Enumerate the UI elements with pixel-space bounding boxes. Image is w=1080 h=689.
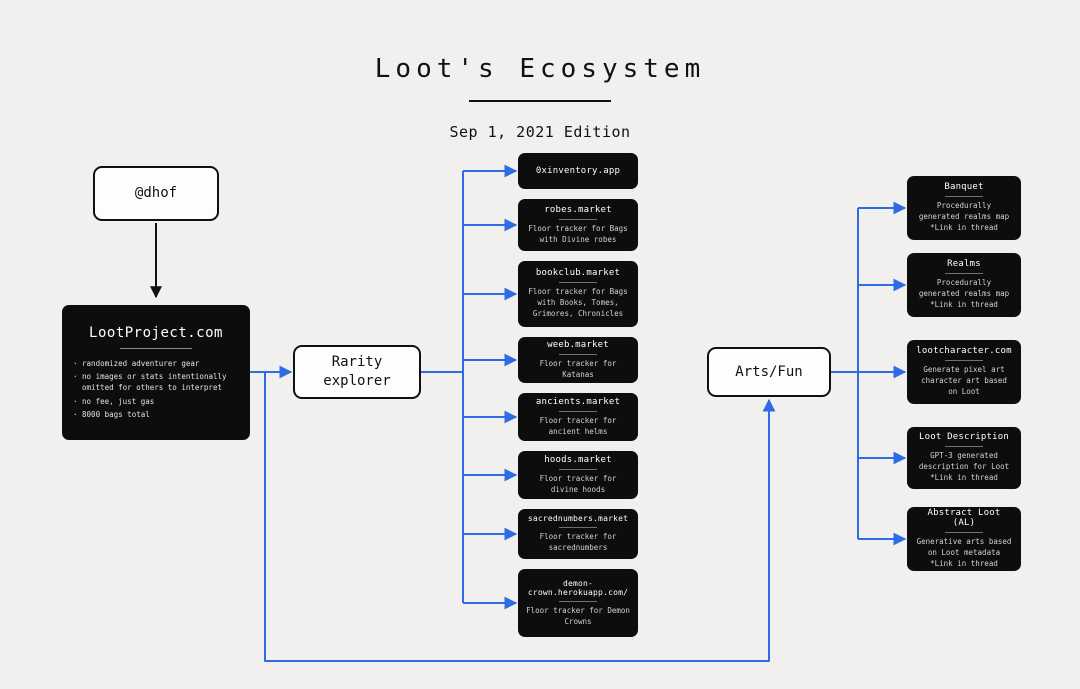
node-title: Realms (947, 259, 981, 270)
node-description: Floor tracker for Katanas (539, 358, 617, 379)
node-title: Banquet (944, 182, 984, 193)
node-description: Floor tracker for sacrednumbers (539, 532, 617, 552)
divider (945, 196, 983, 198)
node-description: Floor tracker for ancient helms (539, 415, 617, 436)
divider (120, 347, 192, 349)
node-weeb-market: weeb.market Floor tracker for Katanas (518, 337, 638, 383)
node-description: Procedurally generated realms map *Link … (918, 278, 1010, 309)
node-robes-market: robes.market Floor tracker for Bags with… (518, 199, 638, 251)
node-title: 0xinventory.app (535, 166, 621, 176)
node-title: hoods.market (544, 454, 612, 465)
node-description: Floor tracker for Bags with Books, Tomes… (528, 287, 628, 318)
title-underline (469, 100, 611, 102)
node-loot-description: Loot Description GPT-3 generated descrip… (907, 427, 1021, 489)
page-title: Loot's Ecosystem (374, 54, 706, 84)
node-title: Abstract Loot (AL) (927, 508, 1001, 529)
node-artsfun: Arts/Fun (707, 347, 831, 397)
bullet-item: no fee, just gas (73, 396, 239, 407)
node-demon-crown: demon-crown.herokuapp.com/ Floor tracker… (518, 569, 638, 637)
arrow-loop-to-artsfun (264, 372, 776, 662)
node-description: Floor tracker for Demon Crowns (526, 605, 630, 626)
node-description: Floor tracker for Bags with Divine robes (528, 223, 628, 244)
node-description: Generative arts based on Loot metadata *… (916, 537, 1012, 568)
node-title: sacrednumbers.market (527, 514, 629, 524)
divider (945, 360, 983, 362)
divider (559, 353, 597, 355)
node-ancients-market: ancients.market Floor tracker for ancien… (518, 393, 638, 441)
divider (945, 273, 983, 275)
node-title: ancients.market (535, 396, 621, 407)
lootproject-bullet-list: randomized adventurer gear no images or … (73, 358, 239, 420)
bullet-item: 8000 bags total (73, 409, 239, 420)
node-title: lootcharacter.com (916, 346, 1012, 357)
node-title: weeb.market (547, 339, 609, 350)
node-hoods-market: hoods.market Floor tracker for divine ho… (518, 451, 638, 499)
node-artsfun-label: Arts/Fun (735, 363, 803, 380)
divider (559, 600, 597, 602)
node-dhof: @dhof (93, 166, 219, 221)
node-description: Floor tracker for divine hoods (539, 473, 617, 494)
bullet-item: no images or stats intentionally omitted… (73, 371, 239, 394)
node-dhof-label: @dhof (134, 185, 178, 202)
node-description: GPT-3 generated description for Loot *Li… (918, 451, 1010, 482)
node-lootproject-title: LootProject.com (89, 324, 223, 341)
node-lootproject: LootProject.com randomized adventurer ge… (62, 305, 250, 440)
node-abstract-loot: Abstract Loot (AL) Generative arts based… (907, 507, 1021, 571)
node-bookclub-market: bookclub.market Floor tracker for Bags w… (518, 261, 638, 327)
node-rarity-label: Rarity explorer (323, 354, 391, 389)
bullet-item: randomized adventurer gear (73, 358, 239, 369)
divider (559, 468, 597, 470)
node-title: robes.market (544, 204, 612, 215)
subtitle: Sep 1, 2021 Edition (449, 123, 631, 141)
node-description: Procedurally generated realms map *Link … (918, 201, 1010, 232)
node-banquet: Banquet Procedurally generated realms ma… (907, 176, 1021, 240)
divider (945, 446, 983, 448)
node-title: demon-crown.herokuapp.com/ (527, 578, 629, 597)
divider (559, 527, 597, 529)
divider (559, 282, 597, 284)
divider (559, 410, 597, 412)
node-rarity-explorer: Rarity explorer (293, 345, 421, 399)
node-description: Generate pixel art character art based o… (921, 365, 1007, 396)
divider (559, 218, 597, 220)
divider (945, 532, 983, 534)
node-title: Loot Description (919, 432, 1009, 443)
node-realms: Realms Procedurally generated realms map… (907, 253, 1021, 317)
node-title: bookclub.market (535, 268, 621, 279)
node-sacrednumbers-market: sacrednumbers.market Floor tracker for s… (518, 509, 638, 559)
node-0xinventory: 0xinventory.app (518, 153, 638, 189)
node-lootcharacter: lootcharacter.com Generate pixel art cha… (907, 340, 1021, 404)
